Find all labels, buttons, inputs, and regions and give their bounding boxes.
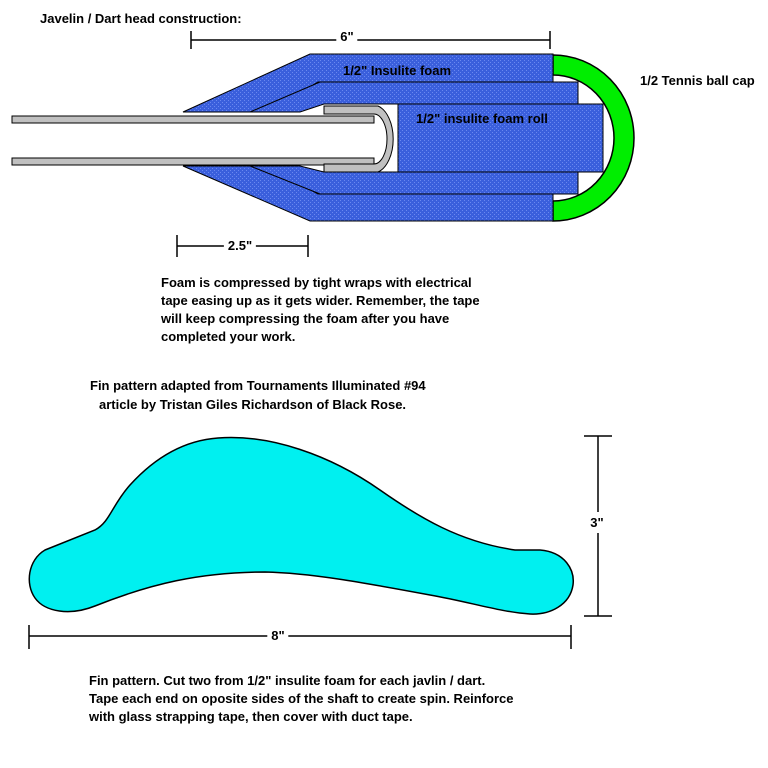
length-dimension-line [190,31,551,49]
fin-height-label: 3" [587,512,607,533]
tennis-ball-cap [552,54,635,222]
fin-note-line: with glass strapping tape, then cover wi… [89,709,413,724]
inner-foam-label: 1/2" insulite foam roll [416,111,548,126]
head-note: Foam is compressed by tight wraps with e… [161,274,480,346]
taper-label: 2.5" [223,237,257,254]
fin-source-line: Fin pattern adapted from Tournaments Ill… [90,378,426,393]
head-note-line: tape easing up as it gets wider. Remembe… [161,293,480,308]
fin-note-line: Fin pattern. Cut two from 1/2" insulite … [89,673,486,688]
fin-source-line: article by Tristan Giles Richardson of B… [99,397,407,412]
inner-foam-layer [249,81,579,195]
foam-roll-core [397,103,604,173]
page-title: Javelin / Dart head construction: [40,11,242,26]
head-note-line: Foam is compressed by tight wraps with e… [161,275,472,290]
fin-note-line: Tape each end on oposite sides of the sh… [89,691,514,706]
outer-foam-label: 1/2" Insulite foam [343,63,452,78]
head-note-line: will keep compressing the foam after you… [161,311,450,326]
fin-note: Fin pattern. Cut two from 1/2" insulite … [89,672,514,726]
fin-width-label: 8" [267,627,289,644]
shaft-end-cup [323,105,394,173]
fin-width-dimension-line [28,625,572,649]
head-note-line: completed your work. [161,329,296,344]
cap-label: 1/2 Tennis ball cap [640,73,755,88]
length-label: 6" [336,28,358,45]
shaft [11,115,375,166]
fin-pattern-shape [28,436,574,615]
